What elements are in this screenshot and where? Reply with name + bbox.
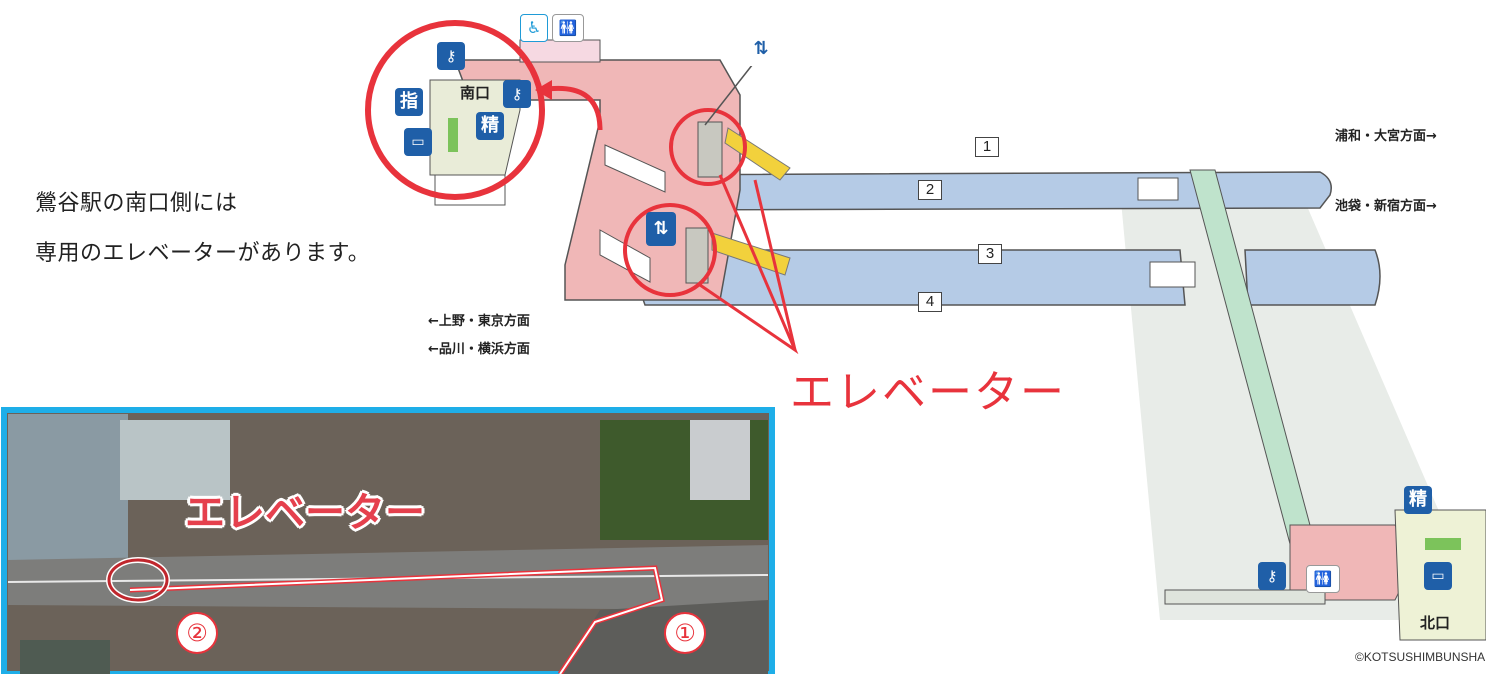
- direction-ueno-tokyo: ←上野・東京方面: [428, 314, 530, 329]
- route-arrow-head: [535, 80, 552, 100]
- underpass-shadow: [1120, 190, 1486, 620]
- elevator-upper-highlight: [669, 108, 747, 186]
- elevator-icon-2: ⇅: [646, 212, 676, 246]
- platform-number-3: 3: [978, 244, 1002, 264]
- ticket-machine-icon: ▭: [404, 128, 432, 156]
- north-green-strip: [1425, 538, 1461, 550]
- north-exit-label: 北口: [1420, 614, 1451, 632]
- escalator-lower: [711, 232, 791, 276]
- fare-adjust-sign: 精: [476, 112, 504, 140]
- platform-number-2: 2: [918, 180, 942, 200]
- wheelchair-icon: ♿: [520, 14, 548, 42]
- key-icon-north: ⚷: [1258, 562, 1286, 590]
- elevator-callout-label: エレベーター: [790, 367, 1066, 418]
- platform-3-4-east: [1244, 249, 1381, 306]
- elevator-pointer: [704, 54, 761, 126]
- intro-line-1: 鶯谷駅の南口側には: [35, 191, 238, 216]
- elevator-lower: [685, 227, 709, 284]
- photo-marker-1: ①: [664, 612, 706, 654]
- direction-urawa-omiya: 浦和・大宮方面→: [1335, 129, 1437, 144]
- key-icon: ⚷: [437, 42, 465, 70]
- north-base: [1164, 589, 1326, 605]
- south-green-strip: [448, 118, 458, 152]
- escalator-upper: [724, 127, 791, 181]
- direction-shinagawa-yokohama: ←品川・横浜方面: [428, 342, 530, 357]
- north-stairs-upper: [1137, 177, 1179, 201]
- restroom-icon-north: 🚻: [1306, 565, 1340, 593]
- elevator-upper: [697, 121, 723, 178]
- key-icon-2: ⚷: [503, 80, 531, 108]
- photo-elevator-label: エレベーター: [185, 490, 425, 536]
- copyright-text: ©KOTSUSHIMBUNSHA: [1355, 650, 1486, 664]
- north-stairs-lower: [1149, 261, 1196, 288]
- callout-line-2: [753, 179, 797, 351]
- elevator-icon: ⇅: [746, 32, 776, 66]
- south-exit-label: 南口: [460, 84, 491, 102]
- photo-marker-2: ②: [176, 612, 218, 654]
- south-exit-legs: [434, 174, 506, 206]
- reserved-seat-sign: 指: [395, 88, 423, 116]
- fare-adjust-sign-north: 精: [1404, 486, 1432, 514]
- restroom-block: [519, 39, 601, 63]
- platform-number-1: 1: [975, 137, 999, 157]
- direction-ikebukuro-shinjuku: 池袋・新宿方面→: [1335, 199, 1437, 214]
- ticket-machine-icon-north: ▭: [1424, 562, 1452, 590]
- platform-number-4: 4: [918, 292, 942, 312]
- south-stairs-1: [604, 144, 666, 193]
- intro-line-2: 専用のエレベーターがあります。: [35, 241, 371, 266]
- elevator-lower-highlight: [623, 203, 717, 297]
- aerial-photo: [1, 407, 775, 674]
- restroom-icon: 🚻: [552, 14, 584, 42]
- south-exit-highlight: [365, 20, 545, 200]
